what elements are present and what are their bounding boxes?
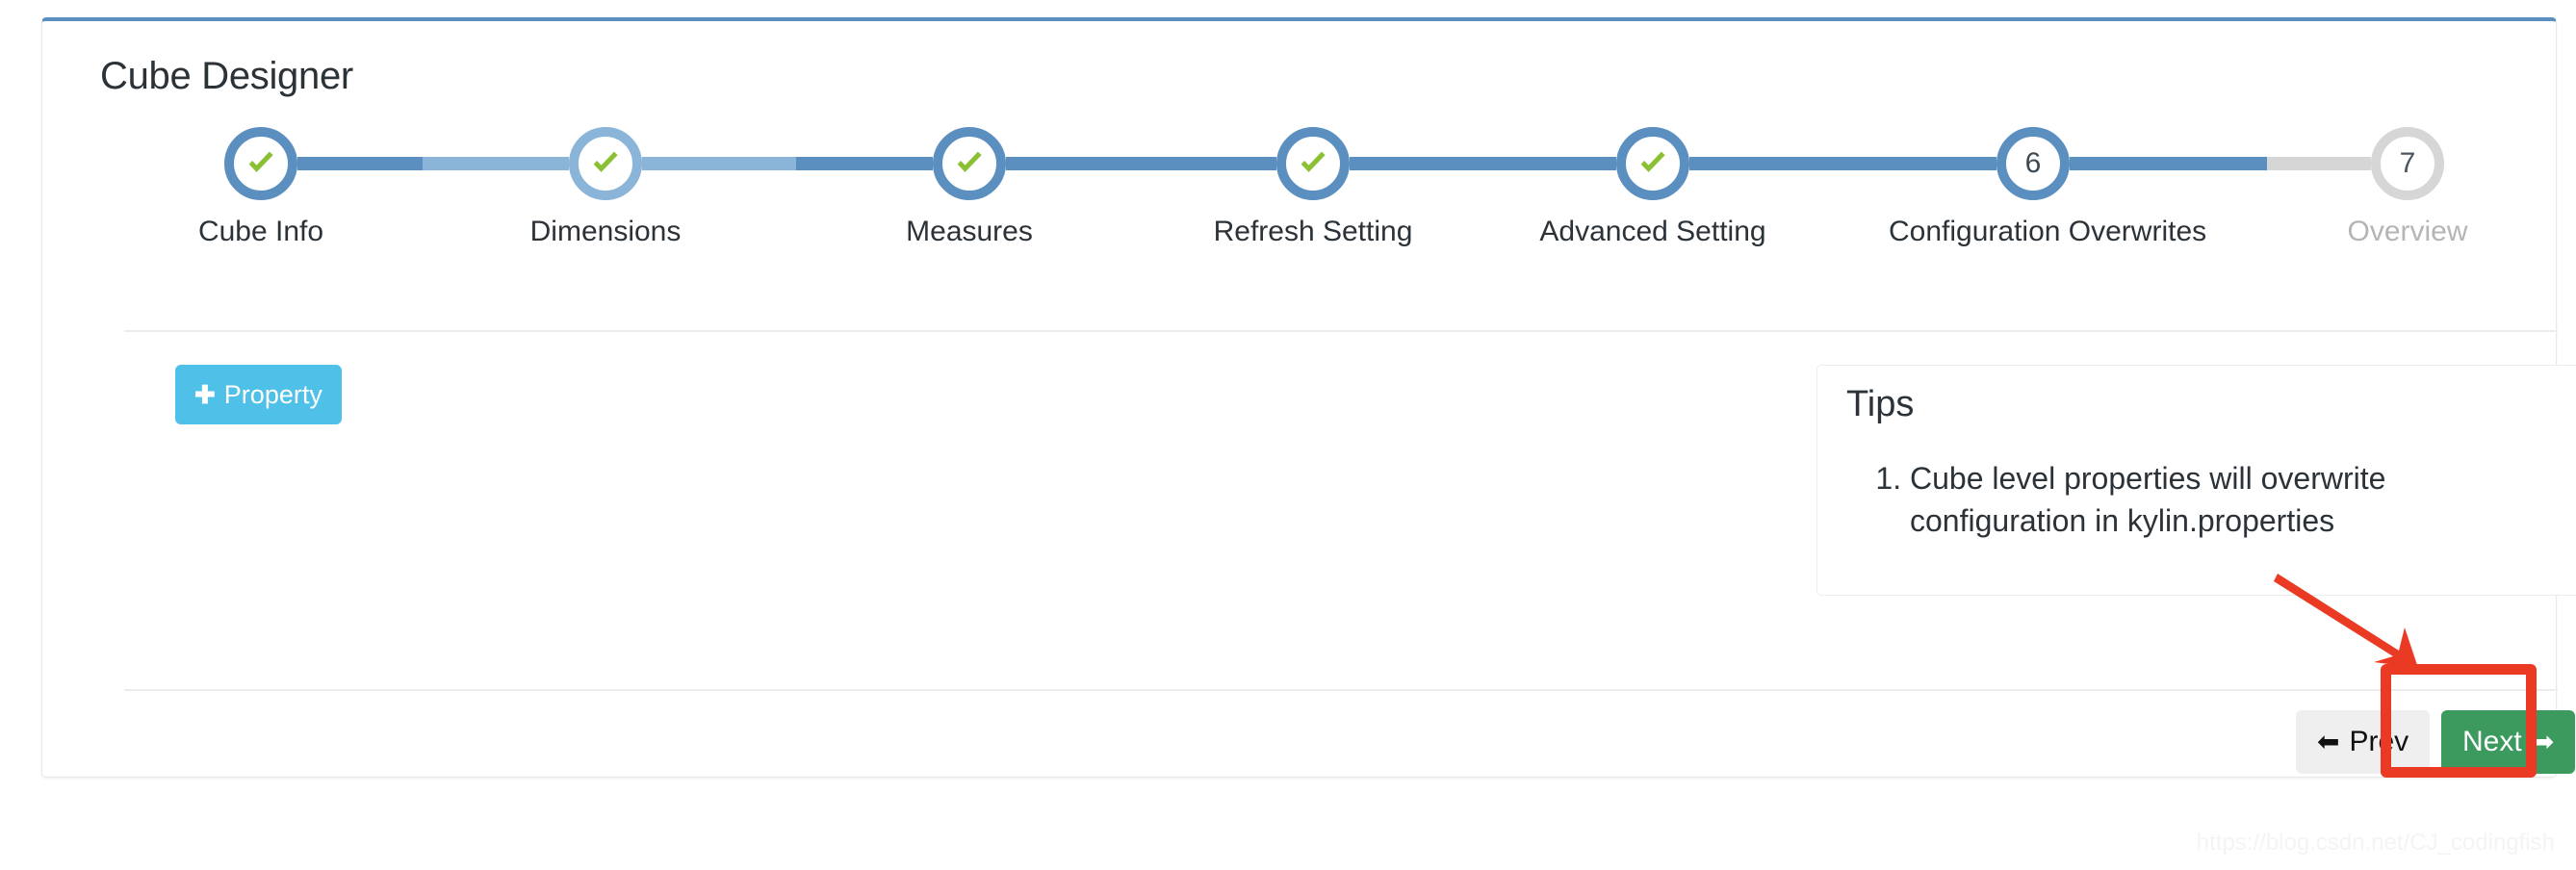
wizard-step-circle xyxy=(1276,127,1350,200)
check-icon xyxy=(248,151,273,172)
tips-panel: Tips Cube level properties will overwrit… xyxy=(1816,365,2576,596)
wizard-step-3[interactable]: Measures xyxy=(825,127,1114,248)
add-property-button[interactable]: ✚ Property xyxy=(175,365,342,424)
next-button[interactable]: Next ➡ xyxy=(2441,710,2576,774)
wizard-step-circle xyxy=(224,127,297,200)
wizard-step-label: Configuration Overwrites xyxy=(1889,216,2207,247)
watermark: https://blog.csdn.net/CJ_codingfish xyxy=(2196,830,2555,856)
next-label: Next xyxy=(2462,726,2522,757)
divider-top xyxy=(124,330,2558,332)
prev-label: Prev xyxy=(2349,726,2409,757)
wizard-connector xyxy=(1006,157,1276,170)
tips-list: Cube level properties will overwrite con… xyxy=(1817,458,2576,542)
wizard-step-1[interactable]: Cube Info xyxy=(116,127,405,248)
wizard-step-label: Overview xyxy=(2347,216,2468,247)
wizard-step-number: 6 xyxy=(2024,147,2042,179)
wizard-step-label: Advanced Setting xyxy=(1539,216,1766,247)
wizard-step-2[interactable]: Dimensions xyxy=(461,127,750,248)
wizard-step-circle xyxy=(933,127,1006,200)
wizard-step-4[interactable]: Refresh Setting xyxy=(1169,127,1457,248)
check-icon xyxy=(1640,151,1665,172)
arrow-left-icon: ⬅ xyxy=(2317,727,2340,756)
arrow-right-icon: ➡ xyxy=(2531,727,2555,756)
check-icon xyxy=(593,151,618,172)
wizard-step-label: Cube Info xyxy=(197,216,324,247)
wizard-step-circle: 6 xyxy=(1996,127,2070,200)
wizard-connector xyxy=(796,157,933,170)
wizard-step-circle xyxy=(1616,127,1689,200)
cube-designer-panel: Cube Designer Cube Info Dimensions Measure… xyxy=(41,17,2576,778)
wizard-step-circle xyxy=(569,127,642,200)
check-icon xyxy=(957,151,982,172)
tips-title: Tips xyxy=(1846,384,1915,424)
wizard-connector xyxy=(2070,157,2267,170)
wizard-step-label: Measures xyxy=(906,216,1033,247)
add-property-label: Property xyxy=(223,379,322,409)
wizard-connector xyxy=(423,157,569,170)
wizard-connector xyxy=(1350,157,1616,170)
check-icon xyxy=(1301,151,1326,172)
wizard-connector xyxy=(297,157,423,170)
wizard-step-circle: 7 xyxy=(2371,127,2444,200)
wizard-connector xyxy=(2267,157,2371,170)
prev-button[interactable]: ⬅ Prev xyxy=(2296,710,2431,774)
tips-item: Cube level properties will overwrite con… xyxy=(1910,458,2541,542)
wizard-step-label: Refresh Setting xyxy=(1213,216,1413,247)
wizard-connector xyxy=(642,157,796,170)
wizard-step-bar: Cube Info Dimensions Measures Refresh Setti… xyxy=(42,127,2556,310)
wizard-step-5[interactable]: Advanced Setting xyxy=(1508,127,1797,248)
wizard-connector xyxy=(1689,157,1996,170)
divider-bottom xyxy=(124,689,2558,691)
plus-icon: ✚ xyxy=(194,380,216,409)
wizard-step-number: 7 xyxy=(2399,147,2416,179)
page-title: Cube Designer xyxy=(100,55,353,97)
wizard-step-label: Dimensions xyxy=(529,216,682,247)
